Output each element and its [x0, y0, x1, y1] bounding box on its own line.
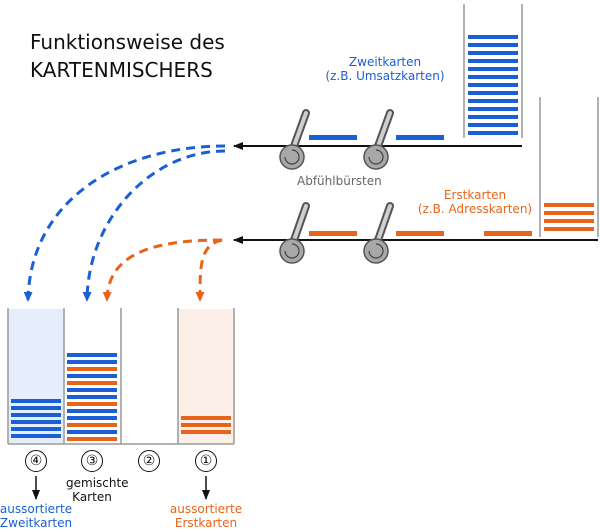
erstkarten-name: Erstkarten — [443, 188, 507, 202]
pocket-1-number: ① — [195, 450, 217, 472]
brush-roller-icon — [279, 109, 310, 170]
brush-roller-icon — [363, 202, 394, 264]
title-line-2: KARTENMISCHERS — [30, 58, 213, 82]
erstkarten-track — [233, 231, 598, 244]
brushes-label: Abfühlbürsten — [297, 174, 382, 188]
erstkarten-hopper — [539, 97, 599, 237]
pocket-1-stack — [181, 416, 231, 434]
mixed-cards-label: gemischte Karten — [66, 476, 129, 505]
erstkarten-stack — [544, 203, 594, 231]
pocket-3-stack — [67, 353, 117, 441]
erstkarten-label: Erstkarten (z.B. Adresskarten) — [400, 188, 550, 217]
zweitkarten-hopper — [463, 4, 523, 138]
dashed-arrow-erstkarten-to-pocket3 — [102, 238, 223, 302]
zweitkarten-label: Zweitkarten (z.B. Umsatzkarten) — [310, 55, 460, 84]
brush-roller-icon — [279, 202, 310, 264]
dashed-arrow-zweitkarten-to-pocket3 — [82, 149, 226, 302]
zweitkarten-stack — [468, 35, 518, 135]
mixed-line-1: gemischte — [66, 476, 129, 490]
output-pockets — [7, 308, 235, 445]
title-line-1: Funktionsweise des — [30, 30, 225, 54]
zweitkarten-example: (z.B. Umsatzkarten) — [325, 69, 445, 84]
out1-label: aussortierte Erstkarten — [166, 502, 246, 531]
out4-label: aussortierte Zweitkarten — [0, 502, 76, 531]
out4-line-2: Zweitkarten — [0, 516, 73, 531]
out4-line-1: aussortierte — [0, 502, 73, 516]
zweitkarten-name: Zweitkarten — [348, 55, 422, 69]
pocket-4-number: ④ — [25, 450, 47, 472]
pocket-4-stack — [11, 399, 61, 438]
pocket-1-fill — [178, 309, 234, 443]
brush-roller-icon — [363, 109, 394, 170]
pocket-2-number: ② — [138, 450, 160, 472]
dashed-arrow-zweitkarten-to-pocket4 — [23, 144, 226, 302]
mixed-line-2: Karten — [72, 490, 112, 505]
out1-line-2: Erstkarten — [174, 516, 238, 531]
dashed-arrow-erstkarten-to-pocket1 — [195, 238, 223, 302]
erstkarten-example: (z.B. Adresskarten) — [417, 202, 533, 217]
out1-line-1: aussortierte — [169, 502, 243, 516]
pocket-3-number: ③ — [81, 450, 103, 472]
diagram-title: Funktionsweise des KARTENMISCHERS — [30, 28, 225, 84]
